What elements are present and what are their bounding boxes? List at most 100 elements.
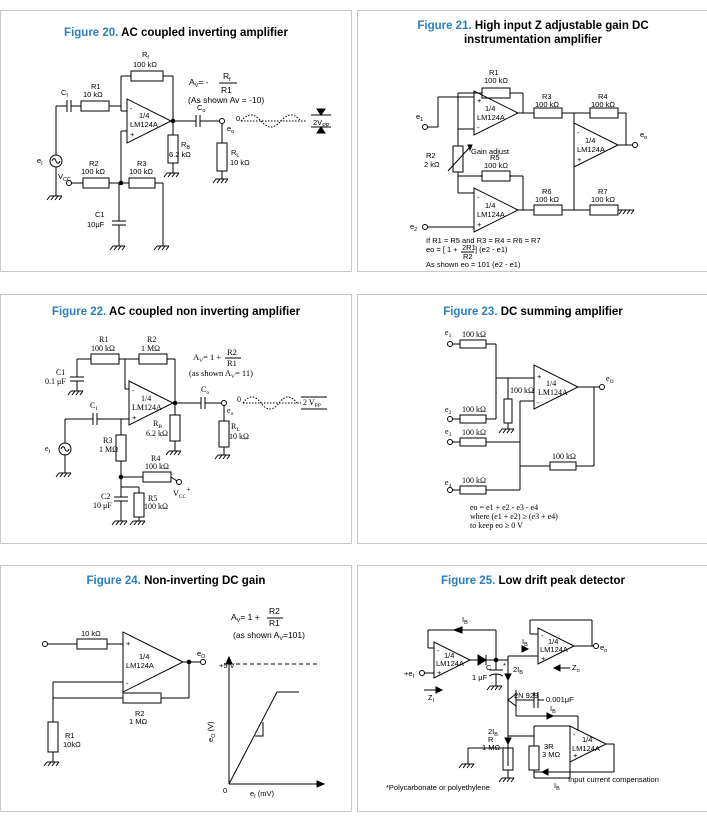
fig21-out-opamp-plus: + <box>577 155 582 164</box>
fig20-r2-label: R2 <box>89 159 99 168</box>
fig22-rl-value: 10 kΩ <box>229 432 249 441</box>
fig21-e2-label: e2 <box>410 222 417 233</box>
fig20-eo-label: eo <box>227 124 234 135</box>
figure-25-panel: Figure 25. Low drift peak detector - + 1… <box>357 565 707 812</box>
fig25-op2-fraction: 1/4 <box>548 637 558 646</box>
fig25-op1-minus: - <box>437 646 440 655</box>
fig25-3r-value: 3 MΩ <box>542 750 561 759</box>
fig23-e4-label: e4 <box>445 478 452 489</box>
fig21-note-2b: 2R1 <box>462 243 476 252</box>
fig22-av-denominator: R1 <box>227 358 237 368</box>
fig22-c1-value: 0.1 μF <box>45 377 66 386</box>
fig24-opamp-fraction: 1/4 <box>139 652 149 661</box>
figure-21-schematic: + - 1/4 LM124A R1 100 kΩ R3 100 kΩ e1 R2… <box>410 68 647 269</box>
fig22-r2-label: R2 <box>147 335 156 344</box>
fig21-r3-label: R3 <box>542 92 552 101</box>
fig20-vcc-label: VCC <box>58 172 71 183</box>
fig20-rb-value: 6.2 kΩ <box>169 150 191 159</box>
fig22-vcc-label: VCC+ <box>173 485 191 500</box>
fig23-r1-value: 100 kΩ <box>462 330 486 339</box>
fig25-op3-label: LM124A <box>572 744 600 753</box>
fig20-r3-label: R3 <box>137 159 147 168</box>
fig22-r3-label: R3 <box>103 436 112 445</box>
fig25-comp-label: Input current compensation <box>568 775 659 784</box>
fig23-opamp-label: LM124A <box>538 388 568 397</box>
fig22-r1-label: R1 <box>99 335 108 344</box>
fig25-transistor-label: 2N 929 <box>514 691 538 700</box>
fig22-opamp-fraction: 1/4 <box>141 394 151 403</box>
fig22-ei-label: eI <box>45 444 51 455</box>
fig25-op2-label: LM124A <box>540 645 568 654</box>
fig25-r-value: 1 MΩ <box>482 743 501 752</box>
fig24-opamp-minus: - <box>126 679 129 688</box>
fig20-rl-value: 10 kΩ <box>230 158 250 167</box>
fig22-c2b-label: C2 <box>101 492 110 501</box>
fig23-e1-label: e1 <box>445 328 452 339</box>
fig20-rf-value: 100 kΩ <box>133 60 157 69</box>
fig20-rb-label: RB <box>181 140 190 151</box>
fig25-op3-minus: - <box>573 730 576 739</box>
figure-22-panel: Figure 22. AC coupled non inverting ampl… <box>0 294 352 544</box>
fig23-opamp-fraction: 1/4 <box>546 379 556 388</box>
fig21-e1-label: e1 <box>416 112 423 123</box>
fig21-eo-label: eo <box>640 130 647 141</box>
fig22-opamp-label: LM124A <box>132 403 162 412</box>
figure-25-schematic: - + 1/4 LM124A IB +eI ZI 1 μF C * - <box>386 615 659 792</box>
fig24-origin-label: 0 <box>223 786 227 795</box>
fig21-note-2a: eo = [ 1 + <box>426 245 458 254</box>
fig25-cap2-label: 0.001μF <box>546 695 574 704</box>
fig21-top-opamp-label: LM124A <box>477 113 505 122</box>
fig22-eo-label: eo <box>227 406 234 417</box>
fig25-ib-top: IB <box>462 615 468 626</box>
fig21-top-opamp-plus: + <box>477 96 482 105</box>
fig22-av-numerator: R2 <box>227 347 237 357</box>
fig25-zo-label: Zo <box>572 663 580 674</box>
fig25-footnote: *Polycarbonate or polyethylene <box>386 783 490 792</box>
fig23-rg-value: 100 kΩ <box>510 386 534 395</box>
fig24-av-note: (as shown AV=101) <box>233 630 305 642</box>
fig20-av-label: AV= - <box>189 77 209 89</box>
fig24-r2-value: 1 MΩ <box>129 717 148 726</box>
fig20-c1-label: C1 <box>95 210 105 219</box>
fig25-c-label: C <box>486 663 492 672</box>
fig22-zero-label: 0 <box>237 395 241 404</box>
fig20-opamp-label: LM124A <box>130 120 158 129</box>
fig20-r2-value: 100 kΩ <box>81 167 105 176</box>
fig20-ei-label: eI <box>37 156 43 167</box>
fig23-opamp-minus: - <box>537 398 540 407</box>
fig23-note-2: where (e1 + e2) ≥ (e3 + e4) <box>470 512 558 521</box>
fig21-note-3: As shown eo = 101 (e2 - e1) <box>426 260 521 269</box>
figure-23-schematic: e1 100 kΩ + - 1/4 LM124A eO 100 kΩ e2 10… <box>445 328 614 530</box>
fig20-opamp-minus: - <box>130 104 133 113</box>
fig25-eo-label: eo <box>600 643 607 654</box>
fig22-co-label: Co <box>201 385 209 396</box>
fig21-r4-value: 100 kΩ <box>591 100 615 109</box>
figure-24-title: Figure 24. Non-inverting DC gain <box>86 575 266 587</box>
fig23-r4-value: 100 kΩ <box>462 476 486 485</box>
fig21-out-opamp-fraction: 1/4 <box>585 136 595 145</box>
figure-20-title: Figure 20. AC coupled inverting amplifie… <box>64 27 288 39</box>
fig24-eo-label: eO <box>197 649 206 660</box>
fig21-note-2c: ] (e2 - e1) <box>475 245 508 254</box>
fig22-rb-label: RB <box>153 419 162 430</box>
fig21-r7-value: 100 kΩ <box>591 195 615 204</box>
fig23-r3-value: 100 kΩ <box>462 428 486 437</box>
fig22-r5-label: R5 <box>148 494 157 503</box>
fig21-top-opamp-minus: - <box>477 123 480 132</box>
fig22-c2-label: CI <box>90 401 97 412</box>
fig25-ib-op2: IB <box>522 637 528 648</box>
fig22-rb-value: 6.2 kΩ <box>146 429 168 438</box>
figure-23-panel: Figure 23. DC summing amplifier e1 100 k… <box>357 294 707 544</box>
fig21-r7-label: R7 <box>598 187 608 196</box>
fig21-r5-value: 100 kΩ <box>484 161 508 170</box>
fig21-bottom-opamp-plus: + <box>477 220 482 229</box>
fig20-rf-label: Rf <box>142 50 149 61</box>
fig24-opamp-plus: + <box>126 639 131 648</box>
fig21-r6-value: 100 kΩ <box>535 195 559 204</box>
fig25-op3-plus: + <box>573 751 578 760</box>
fig21-gain-adjust: Gain adjust <box>471 147 510 156</box>
fig24-r1-label: R1 <box>65 731 75 740</box>
figure-24-panel: Figure 24. Non-inverting DC gain 10 kΩ +… <box>0 565 352 812</box>
fig20-av-note: (As shown Av = -10) <box>188 95 264 105</box>
fig25-c-value: 1 μF <box>472 673 488 682</box>
